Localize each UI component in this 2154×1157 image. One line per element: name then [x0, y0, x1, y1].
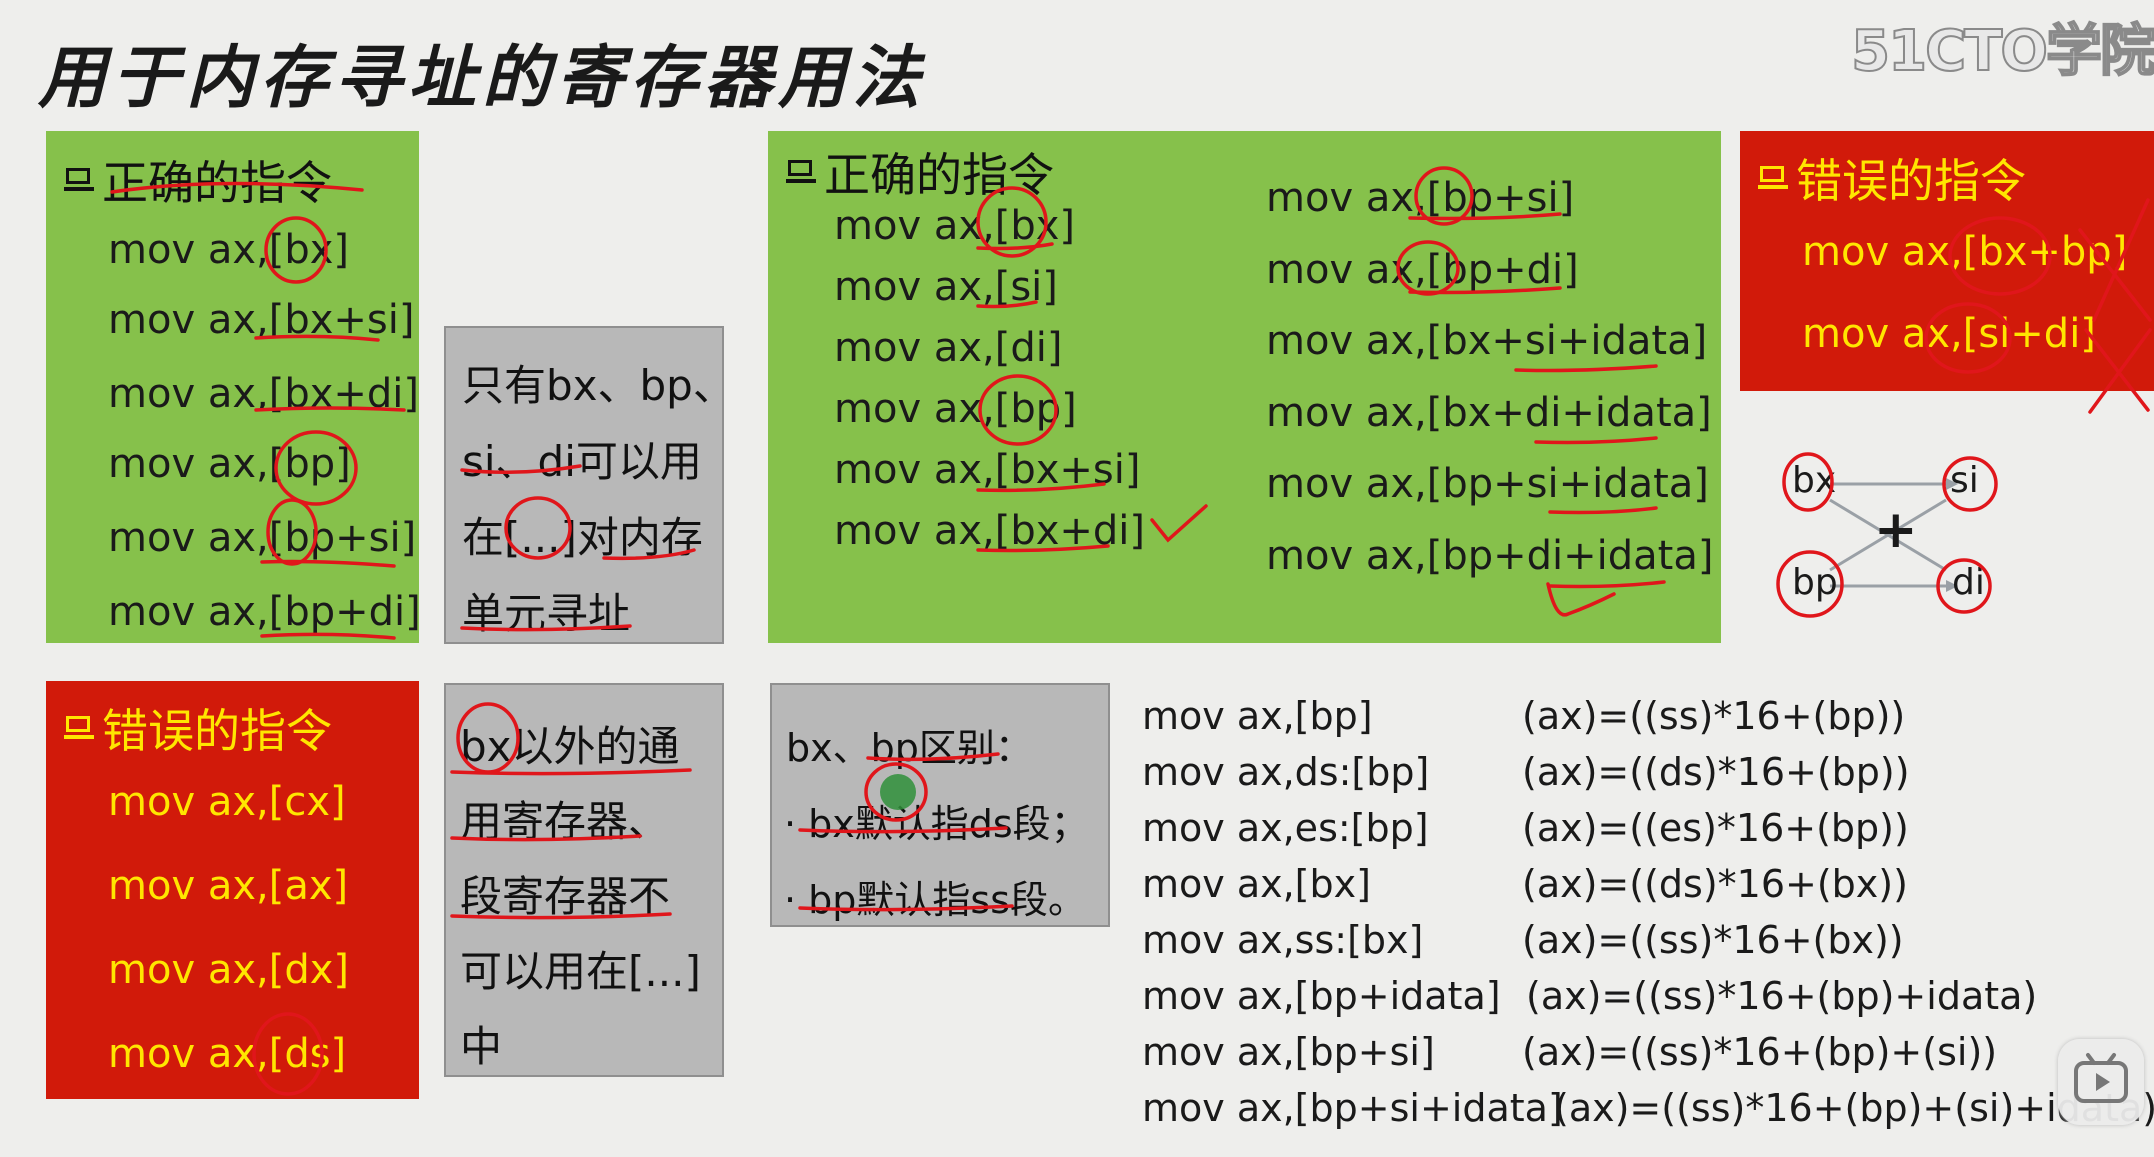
- wrong-instructions-box-2: 错误的指令 mov ax,[cx] mov ax,[ax] mov ax,[dx…: [46, 681, 419, 1099]
- watermark-logo: 51CTO学院: [1850, 18, 2154, 85]
- note-box-registers: 只有bx、bp、 si、di可以用 在[...]对内存 单元寻址: [444, 326, 735, 644]
- code-line: mov ax,[si]: [834, 264, 1058, 310]
- code-line: mov ax,[ax]: [108, 863, 349, 909]
- note-box-bx-bp-difference: bx、bp区别： · bx默认指ds段； · bp默认指ss段。: [770, 683, 1110, 927]
- code-line: mov ax,[bx+di]: [834, 508, 1146, 554]
- rule-code: mov ax,es:[bp]: [1142, 806, 1429, 850]
- code-line: mov ax,[bx]: [108, 227, 349, 273]
- rule-code: mov ax,[bp]: [1142, 694, 1373, 738]
- note-line: bx以外的通: [460, 722, 680, 771]
- code-line: mov ax,[bp+di]: [1266, 247, 1579, 293]
- addressing-rules-table: mov ax,[bp] (ax)=((ss)*16+(bp)) mov ax,d…: [1140, 694, 2154, 1134]
- diagram-node-si: si: [1950, 460, 1979, 501]
- code-line: mov ax,[bp]: [108, 441, 351, 487]
- correct-instructions-box-1: 正确的指令 mov ax,[bx] mov ax,[bx+si] mov ax,…: [46, 131, 421, 643]
- note-line: 只有bx、bp、: [462, 361, 735, 410]
- note-box-invalid-registers: bx以外的通 用寄存器、 段寄存器不 可以用在[...] 中: [444, 683, 724, 1077]
- rule-meaning: (ax)=((ss)*16+(bp)+idata): [1526, 974, 2038, 1018]
- rule-meaning: (ax)=((ss)*16+(bp)): [1522, 694, 1906, 738]
- code-line: mov ax,[si+di]: [1802, 311, 2096, 357]
- code-line: mov ax,[bp]: [834, 386, 1077, 432]
- code-line: mov ax,[bx+di+idata]: [1266, 390, 1712, 436]
- code-line: mov ax,[bx]: [834, 203, 1075, 249]
- rule-code: mov ax,[bx]: [1142, 862, 1371, 906]
- code-line: mov ax,[bx+si+idata]: [1266, 318, 1708, 364]
- register-combination-diagram: bx si bp di +: [1770, 440, 2020, 620]
- note-line: bx、bp区别：: [786, 726, 1033, 770]
- code-line: mov ax,[dx]: [108, 947, 349, 993]
- rule-meaning: (ax)=((ds)*16+(bx)): [1522, 862, 1908, 906]
- code-line: mov ax,[bp+di]: [108, 589, 421, 635]
- rule-meaning: (ax)=((ds)*16+(bp)): [1522, 750, 1910, 794]
- box4-header: 错误的指令: [64, 695, 332, 761]
- box4-header-label: 错误的指令: [102, 704, 332, 758]
- note-line: si、di可以用: [462, 437, 702, 486]
- diagram-lines: [1829, 478, 1958, 592]
- wrong-instructions-box-1: 错误的指令 mov ax,[bx+bp] mov ax,[si+di]: [1740, 131, 2154, 391]
- box1-header: 正确的指令: [64, 147, 332, 213]
- code-line: mov ax,[bp+si]: [108, 515, 417, 561]
- rule-code: mov ax,ss:[bx]: [1142, 918, 1424, 962]
- note-line: 单元寻址: [462, 589, 631, 638]
- computer-icon: [1758, 166, 1788, 190]
- correct-instructions-box-2: 正确的指令 mov ax,[bx] mov ax,[si] mov ax,[di…: [768, 131, 1721, 643]
- rule-code: mov ax,ds:[bp]: [1142, 750, 1430, 794]
- rule-code: mov ax,[bp+idata]: [1142, 974, 1501, 1018]
- box3-header-label: 错误的指令: [1796, 154, 2026, 208]
- code-line: mov ax,[bp+di+idata]: [1266, 533, 1714, 579]
- computer-icon: [64, 168, 94, 192]
- rule-code: mov ax,[bp+si]: [1142, 1030, 1435, 1074]
- computer-icon: [64, 716, 94, 740]
- note-line: · bp默认指ss段。: [784, 878, 1086, 922]
- rule-meaning: (ax)=((es)*16+(bp)): [1522, 806, 1909, 850]
- note-line: · bx默认指ds段；: [784, 802, 1089, 846]
- note-line: 用寄存器、: [460, 797, 671, 846]
- diagram-node-di: di: [1952, 562, 1985, 603]
- diagram-plus-sign: +: [1874, 500, 1918, 560]
- note-line: 段寄存器不: [460, 872, 671, 921]
- code-line: mov ax,[di]: [834, 325, 1063, 371]
- code-line: mov ax,[bp+si+idata]: [1266, 461, 1709, 507]
- code-line: mov ax,[bp+si]: [1266, 175, 1575, 221]
- code-line: mov ax,[ds]: [108, 1031, 347, 1077]
- rule-meaning: (ax)=((ss)*16+(bp)+(si)+idata): [1554, 1086, 2154, 1130]
- box2-header: 正确的指令: [786, 139, 1054, 205]
- diagram-node-bp: bp: [1792, 562, 1838, 603]
- rule-code: mov ax,[bp+si+idata]: [1142, 1086, 1563, 1130]
- code-line: mov ax,[cx]: [108, 779, 346, 825]
- box3-header: 错误的指令: [1758, 145, 2026, 211]
- code-line: mov ax,[bx+bp]: [1802, 229, 2128, 275]
- rule-meaning: (ax)=((ss)*16+(bx)): [1522, 918, 1904, 962]
- note-line: 可以用在[...]: [460, 947, 701, 996]
- note-line: 中: [460, 1022, 503, 1071]
- code-line: mov ax,[bx+si]: [834, 447, 1141, 493]
- rule-meaning: (ax)=((ss)*16+(bp)+(si)): [1522, 1030, 1998, 1074]
- code-line: mov ax,[bx+di]: [108, 371, 420, 417]
- note-line: 在[...]对内存: [462, 513, 703, 562]
- computer-icon: [786, 160, 816, 184]
- video-player-button[interactable]: [2058, 1039, 2144, 1125]
- box2-header-label: 正确的指令: [824, 148, 1054, 202]
- video-player-icon: [2074, 1053, 2128, 1103]
- box1-header-label: 正确的指令: [102, 156, 332, 210]
- page-title: 用于内存寻址的寄存器用法: [38, 38, 927, 118]
- diagram-node-bx: bx: [1792, 460, 1837, 501]
- code-line: mov ax,[bx+si]: [108, 297, 415, 343]
